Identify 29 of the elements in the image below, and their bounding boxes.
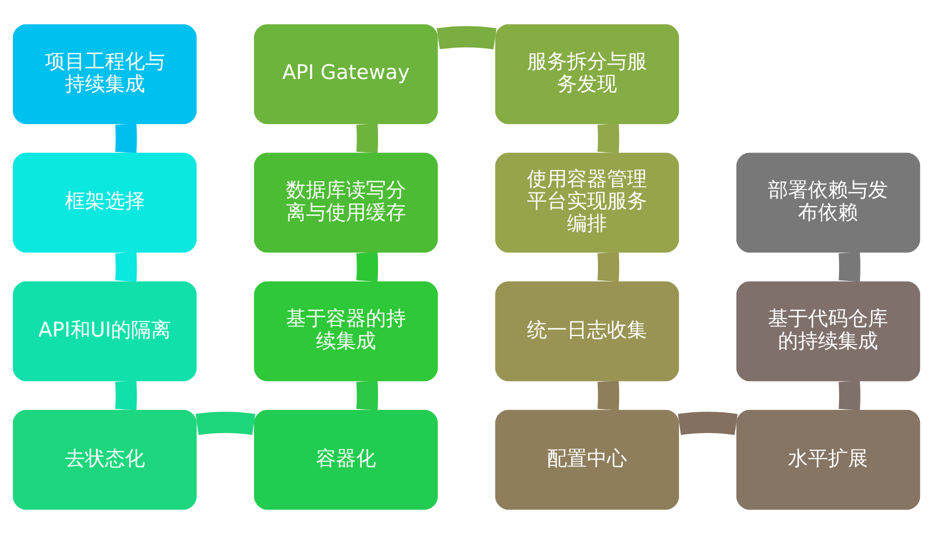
- node-box: 服务拆分与服务发现: [495, 24, 679, 124]
- connector: [356, 380, 378, 410]
- node-box: API Gateway: [254, 24, 438, 124]
- connector: [115, 380, 137, 410]
- node-box: 部署依赖与发布依赖: [736, 152, 920, 253]
- node-box: 框架选择: [12, 152, 197, 253]
- node-box: 基于容器的持续集成: [254, 281, 438, 382]
- connector: [356, 123, 378, 154]
- connector: [838, 380, 860, 410]
- node-box: 配置中心: [495, 410, 679, 510]
- connector: [356, 252, 378, 282]
- node-box: 水平扩展: [736, 410, 920, 510]
- connector: [115, 123, 137, 154]
- node-box: API和UI的隔离: [12, 281, 197, 382]
- node-box: 数据库读写分离与使用缓存: [254, 152, 438, 253]
- connector: [436, 26, 496, 50]
- connector: [838, 252, 860, 282]
- connector: [115, 252, 137, 282]
- node-box: 容器化: [254, 410, 438, 510]
- connector: [196, 412, 256, 435]
- node-box: 去状态化: [12, 410, 197, 510]
- node-box: 统一日志收集: [495, 281, 679, 382]
- node-box: 使用容器管理平台实现服务编排: [495, 152, 679, 253]
- node-box: 项目工程化与持续集成: [12, 24, 197, 124]
- connector: [598, 380, 620, 410]
- connector: [598, 252, 620, 282]
- connector: [678, 412, 738, 435]
- connector: [598, 123, 620, 154]
- node-box: 基于代码仓库的持续集成: [736, 281, 920, 382]
